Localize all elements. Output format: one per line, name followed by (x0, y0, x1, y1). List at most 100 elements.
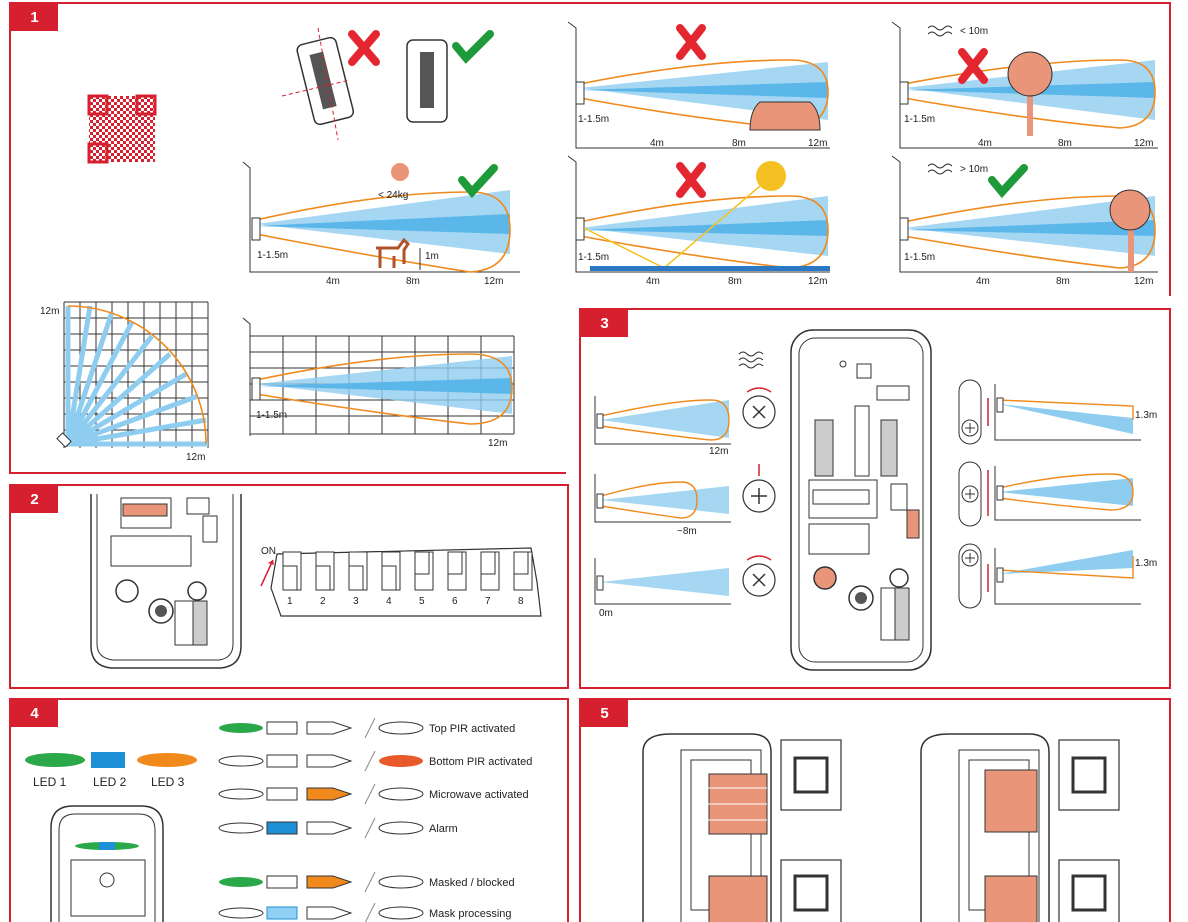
tick-label: 12m (484, 276, 503, 287)
range-label: 12m (709, 446, 728, 457)
dog-height-label: 1m (425, 251, 439, 262)
led-2-icon (91, 752, 125, 768)
tilt-up[interactable]: 1.3m (958, 379, 1157, 445)
panel-badge: 1 (11, 4, 58, 31)
cross-icon (958, 48, 988, 84)
state-label: Bottom PIR activated (429, 756, 532, 768)
panel-3-canvas: 12m ~8m 0m (594, 329, 1157, 671)
switch-number: 6 (452, 596, 458, 607)
range-label: ~8m (677, 526, 697, 537)
tree-distance-label: < 10m (960, 26, 988, 37)
range-label: 0m (599, 608, 613, 619)
tilt-level[interactable] (958, 461, 1141, 527)
knob-mid[interactable] (742, 464, 776, 513)
panel-3: 3 12m ~8m 0m (579, 308, 1171, 689)
grid-range-label: 12m (186, 452, 205, 463)
led-state-row: Bottom PIR activated (218, 750, 532, 772)
tick-label: 4m (650, 138, 664, 149)
led-state-row: Mask processing (218, 902, 512, 922)
housing-right (920, 733, 1120, 922)
panel-badge: 3 (581, 310, 628, 337)
led-1-icon (25, 753, 85, 767)
switch-number: 8 (518, 596, 524, 607)
height-label: 1.3m (1135, 410, 1157, 421)
on-label: ON (261, 546, 276, 557)
knob-max[interactable] (742, 387, 776, 429)
tree-distance-label: > 10m (960, 164, 988, 175)
top-view-grid: 12m 12m (40, 301, 209, 463)
state-label: Masked / blocked (429, 877, 515, 889)
detector-front (50, 805, 164, 922)
panel-4-canvas: LED 1 LED 2 LED 3 Top PIR activated Bo (25, 717, 532, 922)
led-state-row: Masked / blocked (219, 871, 515, 893)
cross-icon (676, 24, 706, 60)
grid-range-label: 12m (40, 306, 59, 317)
range-12m: 12m (594, 396, 731, 457)
tick-label: 8m (1056, 276, 1070, 287)
tick-label: 4m (646, 276, 660, 287)
height-label: 1-1.5m (256, 410, 287, 421)
switch-number: 2 (320, 596, 326, 607)
cross-icon (348, 30, 380, 66)
tick-label: 12m (808, 276, 827, 287)
tick-label: 4m (978, 138, 992, 149)
state-label: Microwave activated (429, 789, 529, 801)
tick-label: 12m (1134, 138, 1153, 149)
housing-left (642, 733, 842, 922)
state-label: Top PIR activated (429, 723, 515, 735)
led-state-row: Alarm (218, 817, 458, 839)
height-label: 1-1.5m (578, 252, 609, 263)
panel-2: 2 (9, 484, 569, 689)
scene-car: 1-1.5m 4m 8m 12m (567, 21, 830, 149)
scene-pet: < 24kg 1m 1-1.5m 4m 8m 12m (242, 161, 520, 287)
detector-straight (406, 39, 448, 123)
switch-number: 4 (386, 596, 392, 607)
scene-tree-far: > 10m 1-1.5m 4m 8m 12m (891, 155, 1158, 287)
panel-5: 5 (579, 698, 1171, 922)
led-label: LED 2 (93, 775, 127, 789)
cross-icon (676, 162, 706, 198)
tick-label: 8m (732, 138, 746, 149)
switch-number: 1 (287, 596, 293, 607)
detector-board (790, 329, 932, 671)
tick-label: 4m (326, 276, 340, 287)
tick-label: 8m (406, 276, 420, 287)
tick-label: 4m (976, 276, 990, 287)
side-range-label: 12m (488, 438, 507, 449)
led-state-row: Top PIR activated (219, 717, 515, 739)
knob-min[interactable] (742, 555, 776, 597)
check-icon (988, 164, 1028, 199)
height-label: 1-1.5m (257, 250, 288, 261)
height-label: 1-1.5m (904, 114, 935, 125)
panel-5-canvas (642, 733, 1120, 922)
qr-code[interactable] (87, 94, 157, 164)
check-icon (458, 164, 498, 199)
panel-4: 4 LED 1 LED 2 LED 3 Top PIR activated (9, 698, 569, 922)
tick-label: 8m (728, 276, 742, 287)
height-label: 1-1.5m (578, 114, 609, 125)
range-0m: 0m (594, 558, 731, 619)
tick-label: 8m (1058, 138, 1072, 149)
scene-tree-near: < 10m 1-1.5m 4m 8m 12m (891, 21, 1158, 149)
led-state-row: Microwave activated (218, 783, 529, 805)
detector-board (90, 494, 242, 669)
led-3-icon (137, 753, 197, 767)
state-label: Mask processing (429, 908, 512, 920)
scene-sun: 1-1.5m 4m 8m 12m (567, 155, 830, 287)
pet-weight-label: < 24kg (378, 190, 408, 201)
tilt-down[interactable]: 1.3m (958, 543, 1157, 609)
tick-label: 12m (1134, 276, 1153, 287)
switch-number: 5 (419, 596, 425, 607)
panel-badge: 5 (581, 700, 628, 727)
height-label: 1-1.5m (904, 252, 935, 263)
height-label: 1.3m (1135, 558, 1157, 569)
state-label: Alarm (429, 823, 458, 835)
check-icon (452, 30, 494, 64)
panel-2-canvas: ON 1 2 3 4 5 6 7 8 (90, 494, 542, 669)
detector-tilted (281, 27, 355, 141)
dip-switch-block[interactable]: ON 1 2 3 4 5 6 7 8 (260, 546, 542, 617)
led-label: LED 3 (151, 775, 185, 789)
led-label: LED 1 (33, 775, 67, 789)
side-view-grid: 1-1.5m 12m (242, 317, 515, 449)
